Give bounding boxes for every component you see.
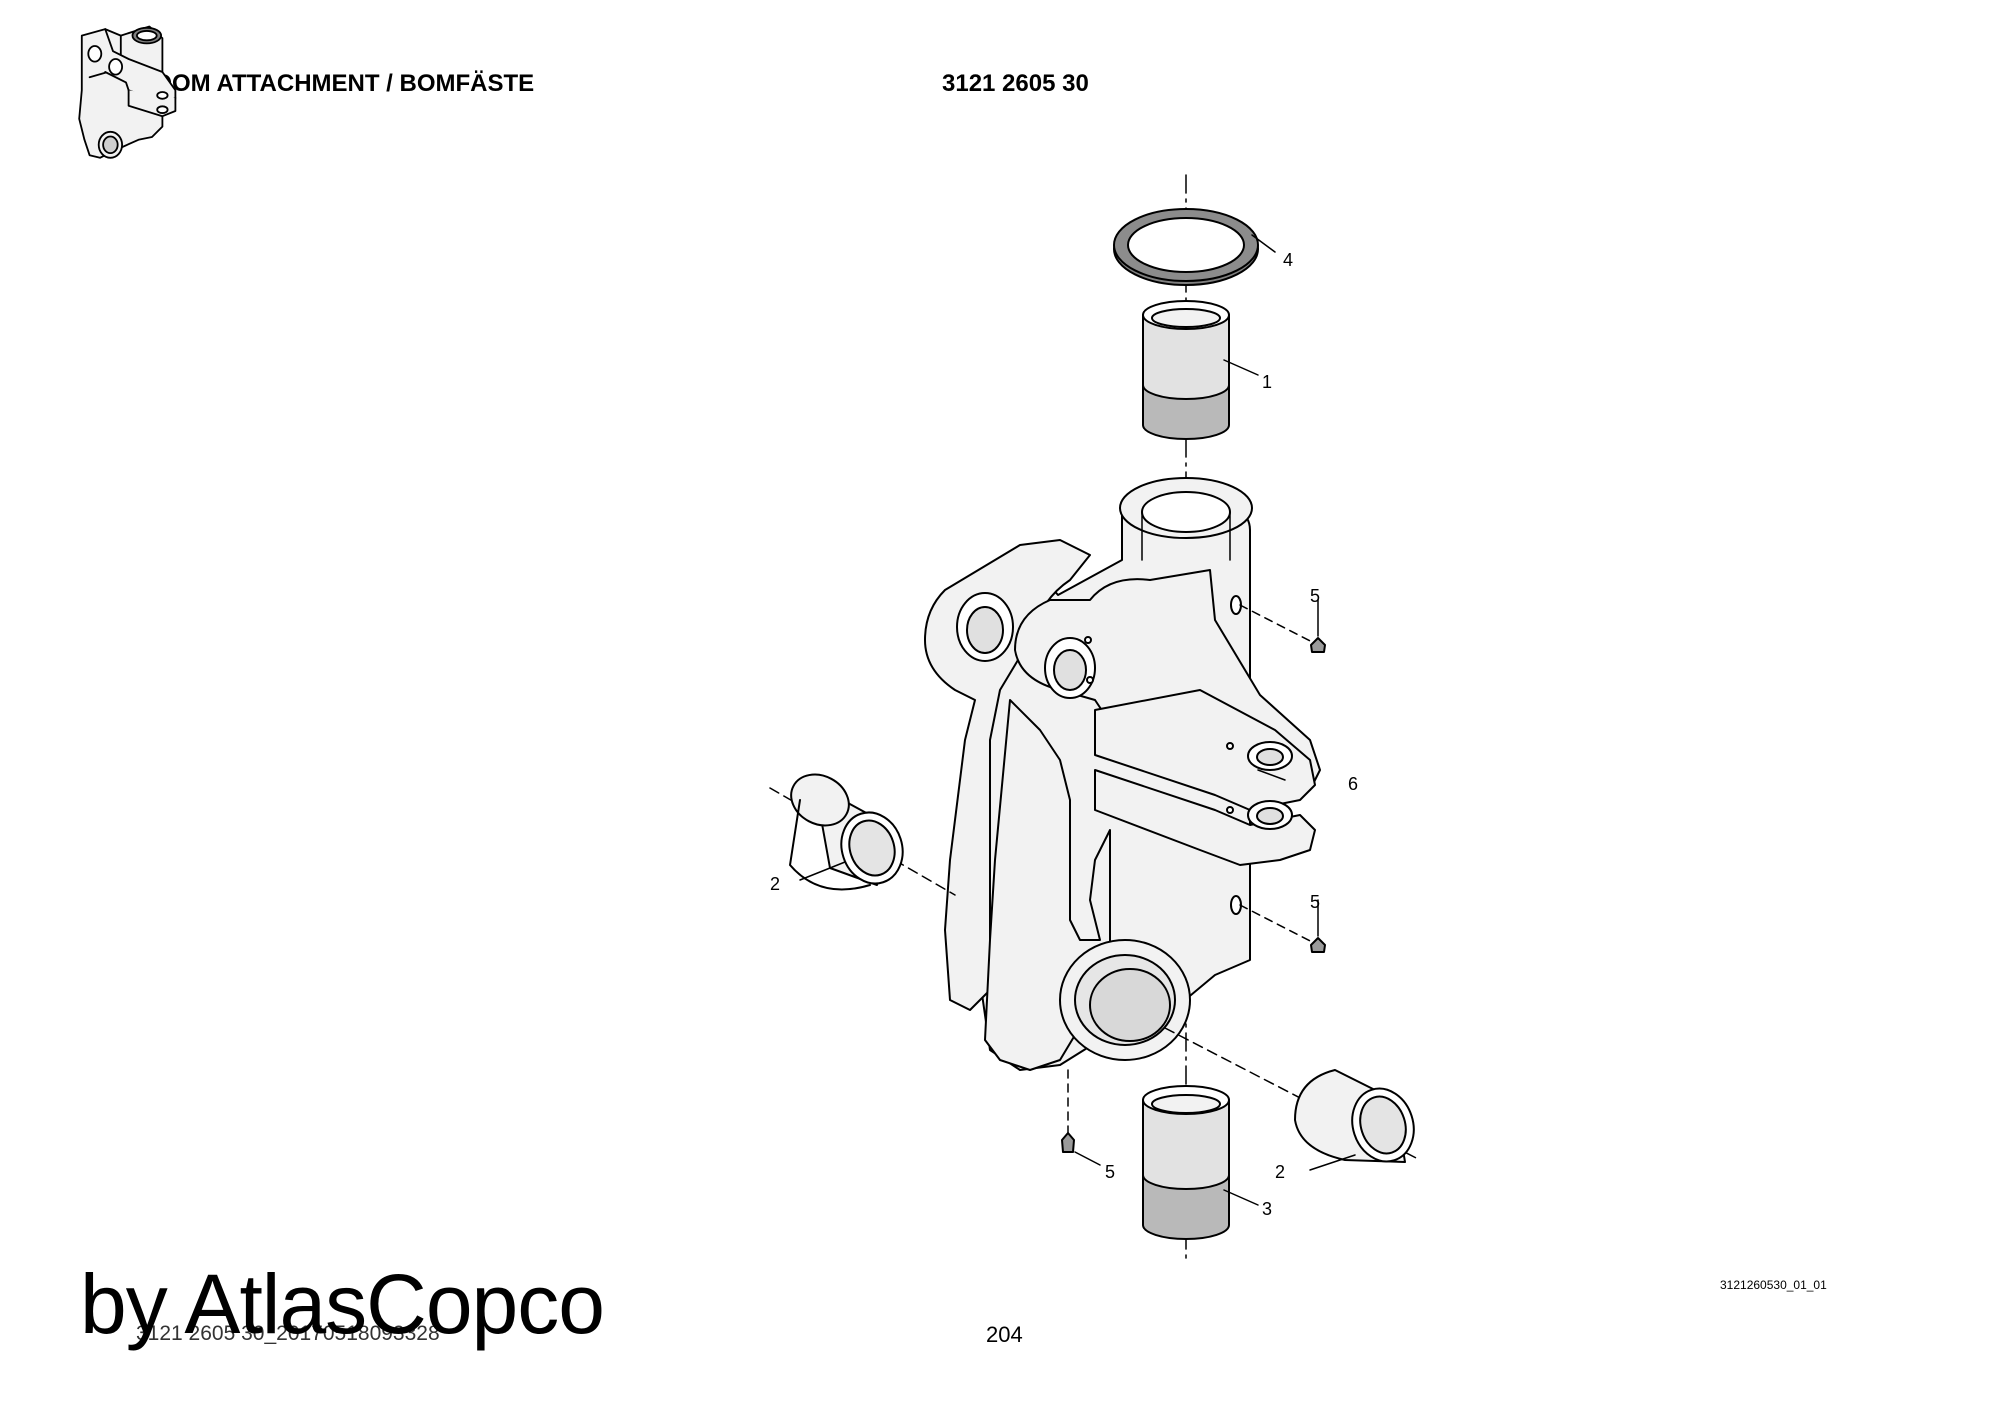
callout-1: 1: [1262, 372, 1272, 392]
part-upper-bushing: [1142, 300, 1259, 440]
part-grease-nipple-bottom: [1061, 1132, 1101, 1166]
footer-filename: 3121 2605 30_20170518093328: [136, 1322, 440, 1345]
part-boom-attachment: [924, 477, 1321, 1071]
callout-6: 6: [1348, 774, 1358, 794]
callout-4: 4: [1283, 250, 1293, 270]
axis-grease-upper: [1239, 604, 1319, 646]
callout-2-right: 2: [1275, 1162, 1285, 1182]
page-number: 204: [986, 1322, 1023, 1347]
part-left-bushing: [789, 773, 904, 891]
axis-grease-lower: [1239, 904, 1319, 946]
callout-3: 3: [1262, 1199, 1272, 1219]
callout-2-left: 2: [770, 874, 780, 894]
callout-5-lower: 5: [1310, 892, 1320, 912]
part-right-bushing: [1294, 1069, 1415, 1171]
part-grease-nipple-upper: [1310, 599, 1326, 653]
part-grease-nipple-lower: [1310, 899, 1326, 953]
page-title: BOOM ATTACHMENT / BOMFÄSTE: [136, 70, 535, 97]
callout-5-bottom: 5: [1105, 1162, 1115, 1182]
watermark-text: by AtlasCopco: [80, 1257, 605, 1351]
part-seal-ring: [1113, 208, 1276, 286]
part-number: 3121 2605 30: [942, 70, 1089, 97]
callout-5-upper: 5: [1310, 586, 1320, 606]
part-lower-bushing: [1142, 1085, 1259, 1240]
figure-reference: 3121260530_01_01: [1720, 1278, 1827, 1292]
overview-thumbnail: [78, 25, 177, 159]
